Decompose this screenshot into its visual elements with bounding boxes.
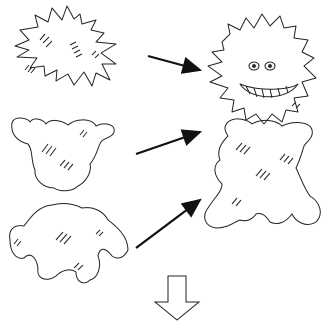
down-arrow-icon	[155, 276, 199, 320]
arrow-top	[148, 56, 200, 70]
spiky-blob-icon	[15, 6, 116, 86]
monster-icon	[205, 14, 321, 228]
four-legged-blob-icon	[10, 204, 128, 283]
arrow-middle	[136, 132, 200, 154]
cloud-blob-icon	[12, 118, 114, 191]
arrow-bottom	[136, 200, 200, 248]
